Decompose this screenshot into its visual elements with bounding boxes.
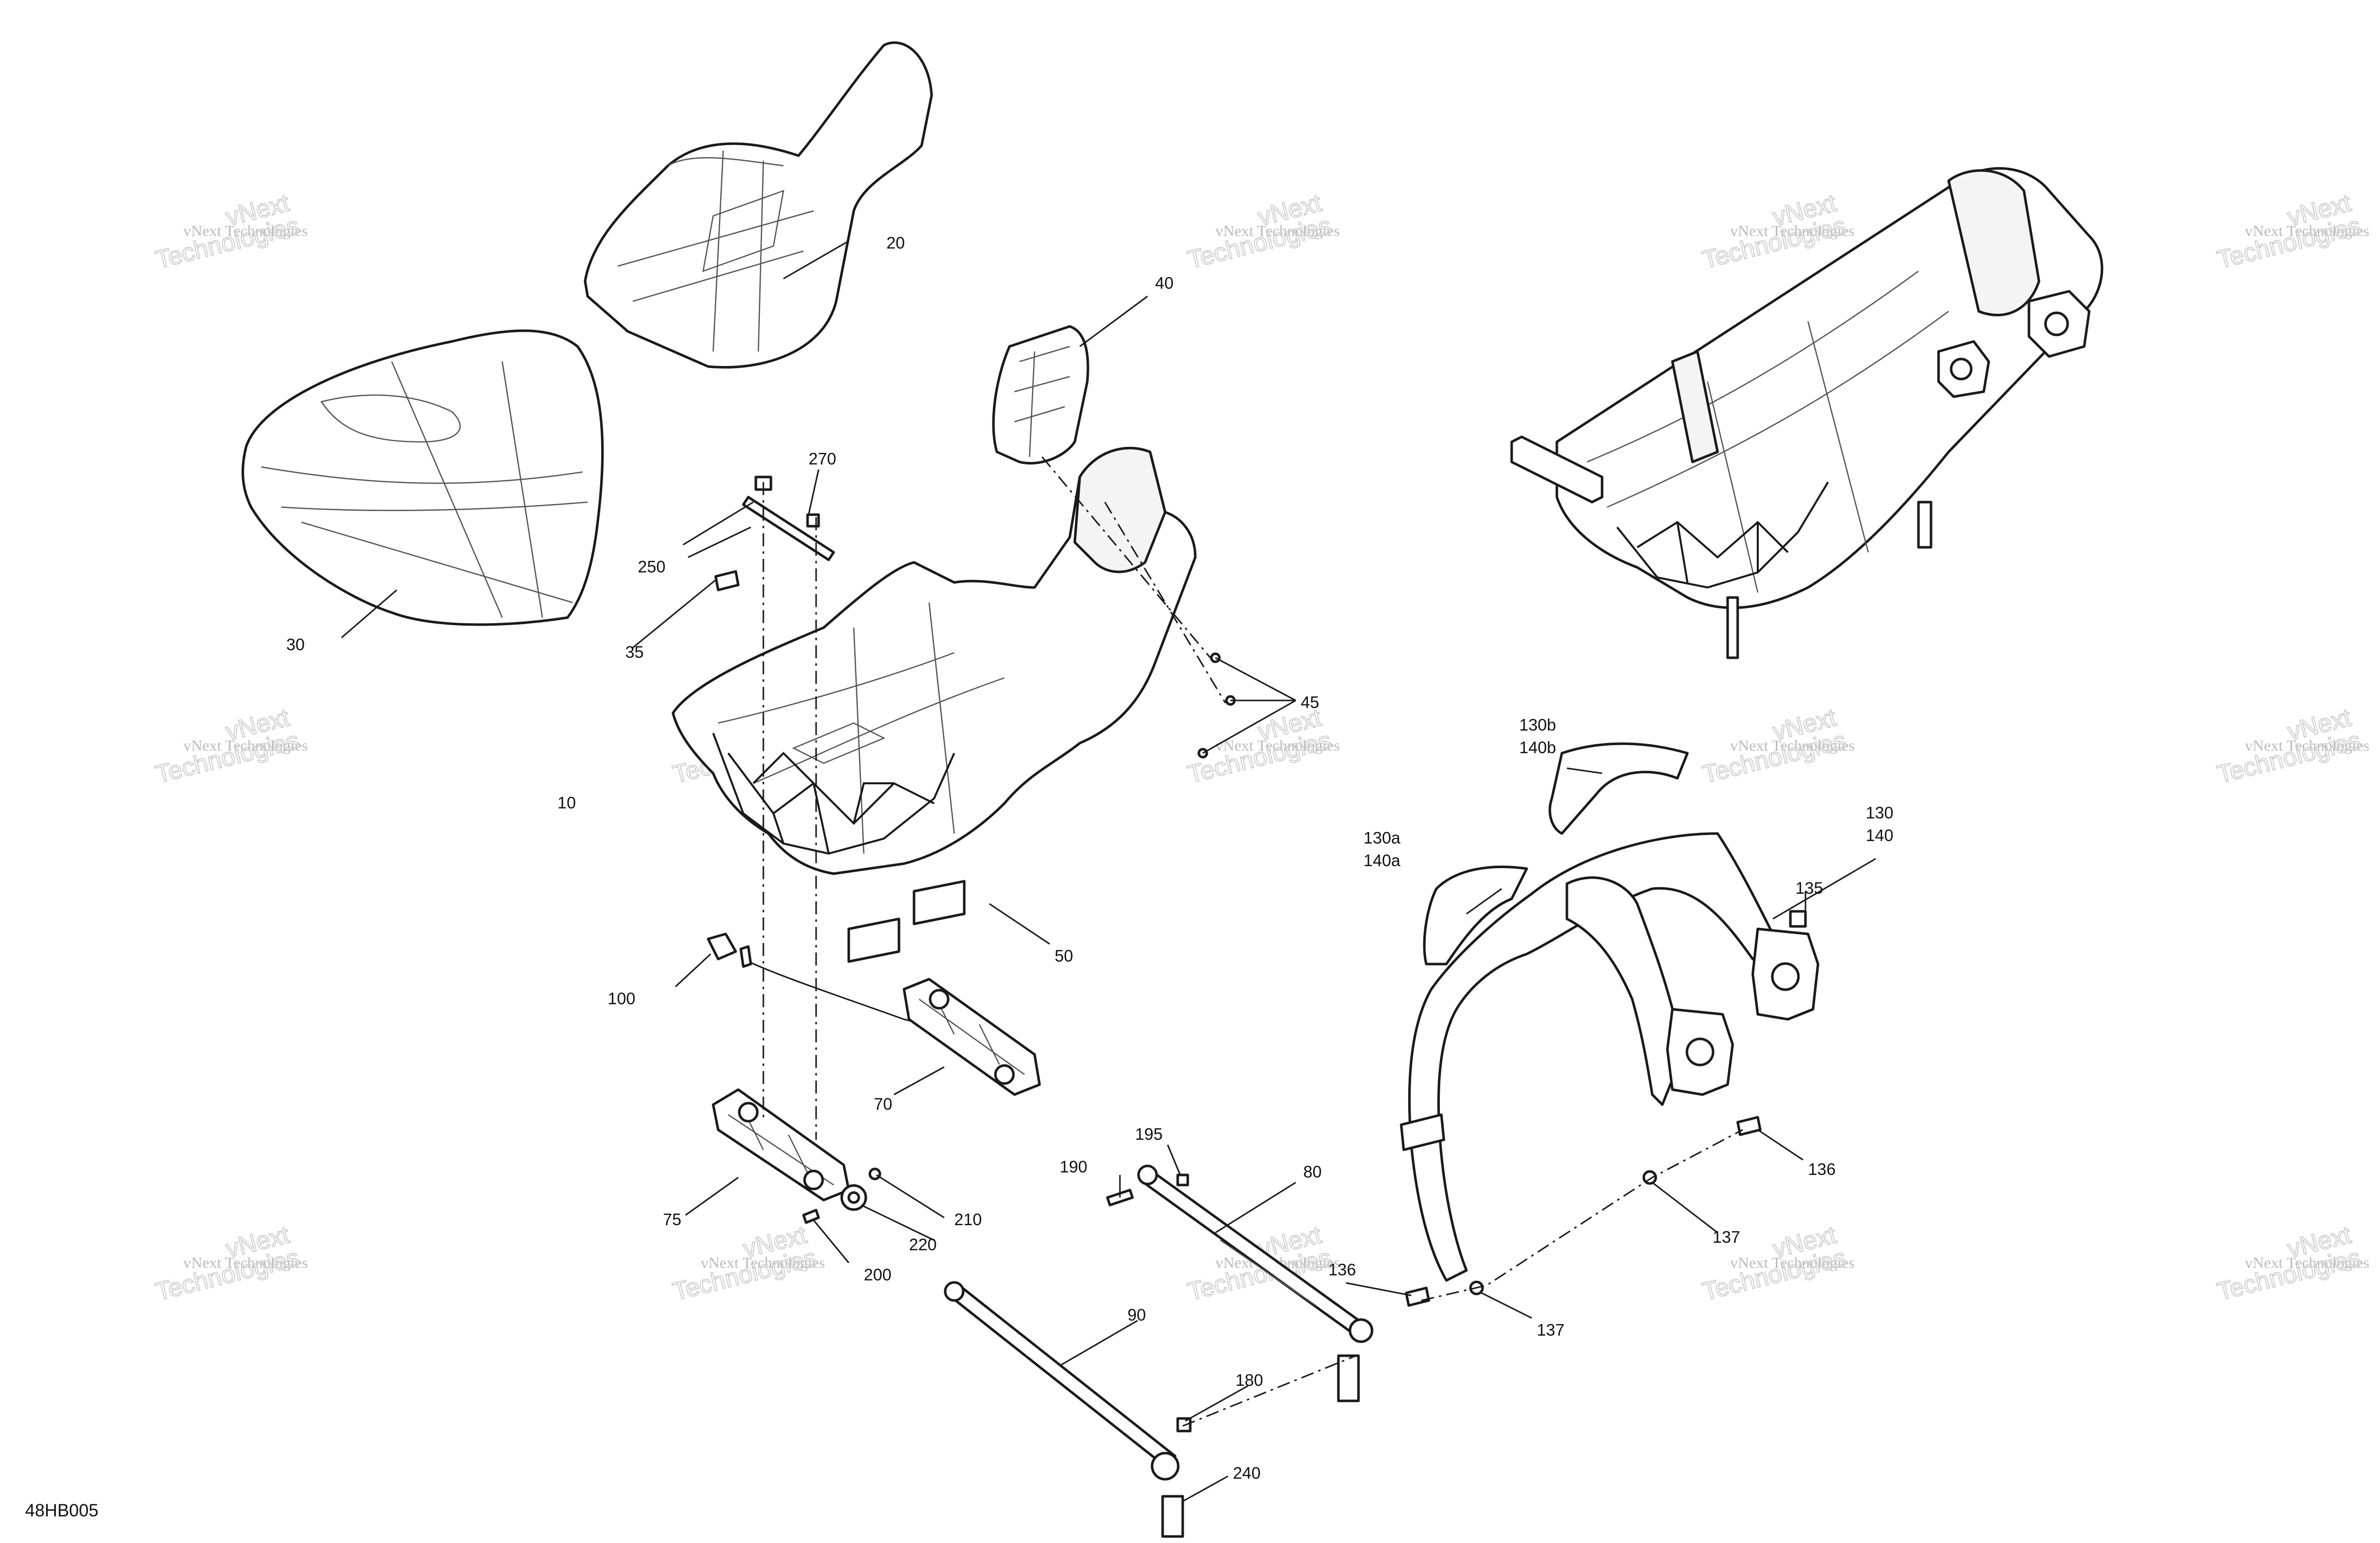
svg-text:vNext Technologies: vNext Technologies (2245, 222, 2369, 240)
part-seat-frame (671, 446, 1197, 875)
callout-70: 70 (874, 1095, 892, 1113)
part-250-strap (742, 496, 835, 561)
callout-90: 90 (1127, 1305, 1146, 1324)
part-70-slider-rail (902, 978, 1041, 1096)
part-90-tube (944, 1281, 1192, 1538)
callout-130a: 130a (1364, 828, 1401, 847)
callout-50: 50 (1055, 946, 1073, 965)
watermark: vNext vNext Technologies Technologies (2214, 1220, 2369, 1306)
callout-136-left: 136 (1328, 1260, 1356, 1279)
svg-text:vNext Technologies: vNext Technologies (183, 737, 308, 754)
hardware-200-210-220 (802, 1167, 881, 1224)
svg-text:vNext Technologies: vNext Technologies (183, 1254, 308, 1271)
watermark: vNext vNext Technologies Technologies (152, 188, 308, 274)
callout-40: 40 (1155, 274, 1174, 292)
watermark: vNext vNext Technologies Technologies (1699, 702, 1855, 789)
part-seat-cushion (241, 329, 604, 626)
callout-200: 200 (864, 1265, 891, 1284)
callout-240: 240 (1233, 1464, 1261, 1482)
part-headrest-bracket (992, 325, 1089, 465)
callout-270: 270 (809, 449, 836, 468)
svg-text:vNext Technologies: vNext Technologies (701, 1254, 825, 1271)
assembled-seat-view (1510, 167, 2103, 659)
svg-text:vNext Technologies: vNext Technologies (2245, 1254, 2369, 1271)
callout-135: 135 (1795, 879, 1823, 897)
callout-30: 30 (286, 635, 305, 654)
svg-text:vNext Technologies: vNext Technologies (1730, 737, 1855, 754)
part-75-slider-rail (712, 1088, 850, 1202)
callout-250: 250 (638, 557, 665, 576)
callout-75: 75 (663, 1210, 682, 1229)
watermark: vNext vNext Technologies Technologies (669, 1220, 825, 1306)
svg-text:vNext Technologies: vNext Technologies (1215, 222, 1340, 240)
callout-137-upper: 137 (1713, 1228, 1740, 1246)
watermark: vNext vNext Technologies Technologies (152, 1220, 308, 1306)
callout-180: 180 (1235, 1371, 1263, 1389)
callout-leaders (341, 240, 1876, 1502)
svg-text:vNext Technologies: vNext Technologies (2245, 737, 2369, 754)
drawing-code: 48HB005 (25, 1501, 98, 1520)
svg-text:vNext Technologies: vNext Technologies (1730, 222, 1855, 240)
watermark: vNext vNext Technologies Technologies (1184, 702, 1340, 789)
callout-140a: 140a (1364, 851, 1401, 870)
part-35-clip (714, 570, 740, 591)
watermark: vNext vNext Technologies Technologies (1184, 188, 1340, 274)
svg-text:vNext Technologies: vNext Technologies (1215, 737, 1340, 754)
watermark: vNext vNext Technologies Technologies (1699, 188, 1855, 274)
part-seatbelt-assembly (1400, 742, 1820, 1307)
callout-45: 45 (1301, 693, 1319, 711)
callout-195: 195 (1135, 1125, 1163, 1143)
callout-136-right: 136 (1808, 1160, 1836, 1178)
callout-210: 210 (954, 1210, 982, 1229)
svg-text:vNext Technologies: vNext Technologies (183, 222, 308, 240)
alignment-lines (762, 456, 1743, 1427)
callout-130b: 130b (1519, 716, 1556, 734)
watermark: vNext vNext Technologies Technologies (152, 702, 308, 789)
callout-140b: 140b (1519, 738, 1556, 757)
callout-80: 80 (1303, 1162, 1322, 1181)
callout-137-lower: 137 (1537, 1321, 1564, 1339)
callout-220: 220 (909, 1235, 937, 1254)
callout-100: 100 (608, 989, 635, 1008)
part-backrest-pad (584, 41, 933, 369)
callout-labels: 20 30 35 40 45 10 50 70 75 80 90 100 130… (286, 233, 1893, 1482)
callout-10: 10 (557, 793, 576, 812)
callout-140: 140 (1866, 826, 1893, 845)
watermark: vNext vNext Technologies Technologies (2214, 702, 2369, 789)
callout-190: 190 (1060, 1157, 1087, 1176)
svg-text:vNext Technologies: vNext Technologies (1730, 1254, 1855, 1271)
callout-35: 35 (625, 643, 644, 661)
callout-130: 130 (1866, 803, 1893, 822)
part-100-cable-handle (707, 932, 945, 1030)
part-80-tube (1137, 1164, 1374, 1402)
watermark: vNext vNext Technologies Technologies (2214, 188, 2369, 274)
part-50-labels (847, 880, 966, 963)
callout-20: 20 (886, 233, 905, 252)
